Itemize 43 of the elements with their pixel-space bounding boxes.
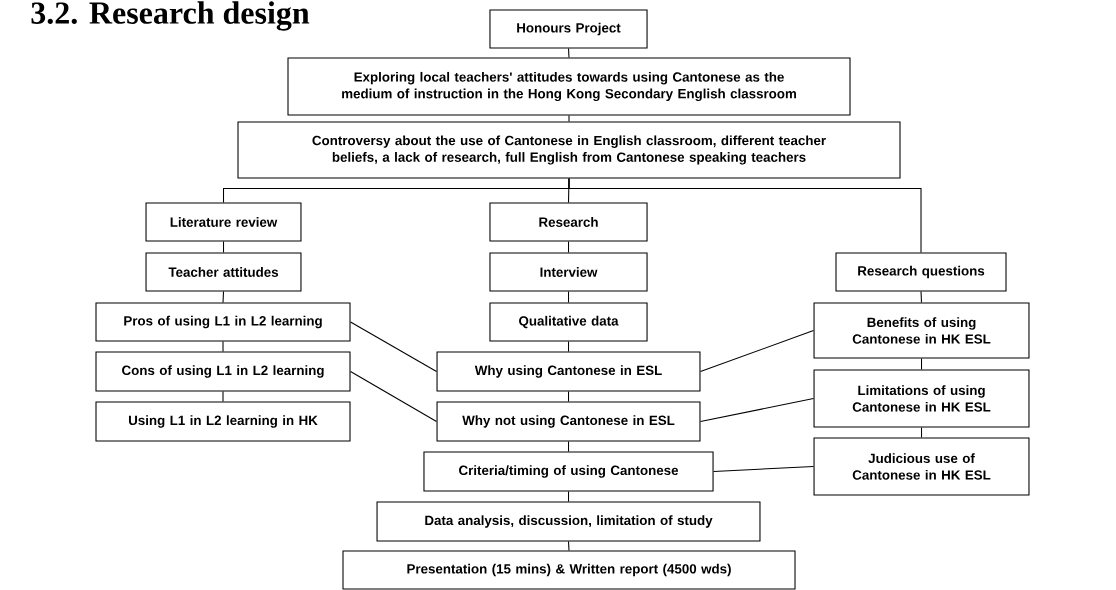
connector bbox=[567, 490, 570, 503]
process-box: Qualitative data bbox=[489, 302, 648, 342]
connector bbox=[699, 397, 815, 423]
process-box: Cons of using L1 in L2 learning bbox=[95, 351, 351, 392]
process-box: Interview bbox=[489, 252, 648, 292]
process-box: Judicious use of Cantonese in HK ESL bbox=[813, 437, 1030, 496]
connector bbox=[567, 540, 570, 551]
process-box: Controversy about the use of Cantonese in English classroom, different teacher beliefs, a lack of research, full English from Cantonese speaking teachers bbox=[237, 121, 901, 179]
process-box: Research bbox=[489, 202, 648, 242]
connector bbox=[568, 178, 922, 253]
connector bbox=[222, 291, 225, 303]
connector bbox=[222, 390, 224, 403]
connector bbox=[567, 291, 570, 303]
connector bbox=[222, 341, 224, 353]
process-box: Using L1 in L2 learning in HK bbox=[95, 401, 351, 442]
process-box: Criteria/timing of using Cantonese bbox=[423, 451, 714, 492]
connector bbox=[222, 241, 225, 253]
connector bbox=[699, 329, 815, 373]
connector bbox=[350, 370, 438, 423]
title: 3.2. Research design bbox=[31, 1, 310, 31]
process-box: Presentation (15 mins) & Written report (4500 wds) bbox=[342, 550, 796, 590]
connector bbox=[568, 115, 570, 122]
process-box: Benefits of using Cantonese in HK ESL bbox=[813, 302, 1030, 359]
connector bbox=[920, 427, 923, 438]
connector bbox=[713, 465, 815, 473]
process-box: Limitations of using Cantonese in HK ESL bbox=[813, 369, 1030, 428]
process-box: Research questions bbox=[835, 252, 1007, 292]
connector bbox=[567, 440, 570, 453]
process-box: Why not using Cantonese in ESL bbox=[436, 401, 701, 442]
connector bbox=[920, 291, 923, 304]
process-box: Honours Project bbox=[489, 9, 648, 49]
process-box: Literature review bbox=[145, 202, 302, 242]
connector bbox=[567, 390, 570, 403]
process-box: Data analysis, discussion, limitation of study bbox=[376, 501, 761, 542]
connector bbox=[567, 241, 570, 253]
process-box: Exploring local teachers' attitudes towards using Cantonese as the medium of instruction in the Hong Kong Secondary English classroom bbox=[287, 57, 851, 116]
connector bbox=[350, 321, 438, 373]
process-box: Teacher attitudes bbox=[145, 252, 302, 292]
connector bbox=[567, 48, 570, 58]
connector bbox=[567, 341, 570, 353]
process-box: Why using Cantonese in ESL bbox=[436, 351, 701, 392]
process-box: Pros of using L1 in L2 learning bbox=[95, 302, 351, 342]
connector bbox=[920, 357, 923, 370]
